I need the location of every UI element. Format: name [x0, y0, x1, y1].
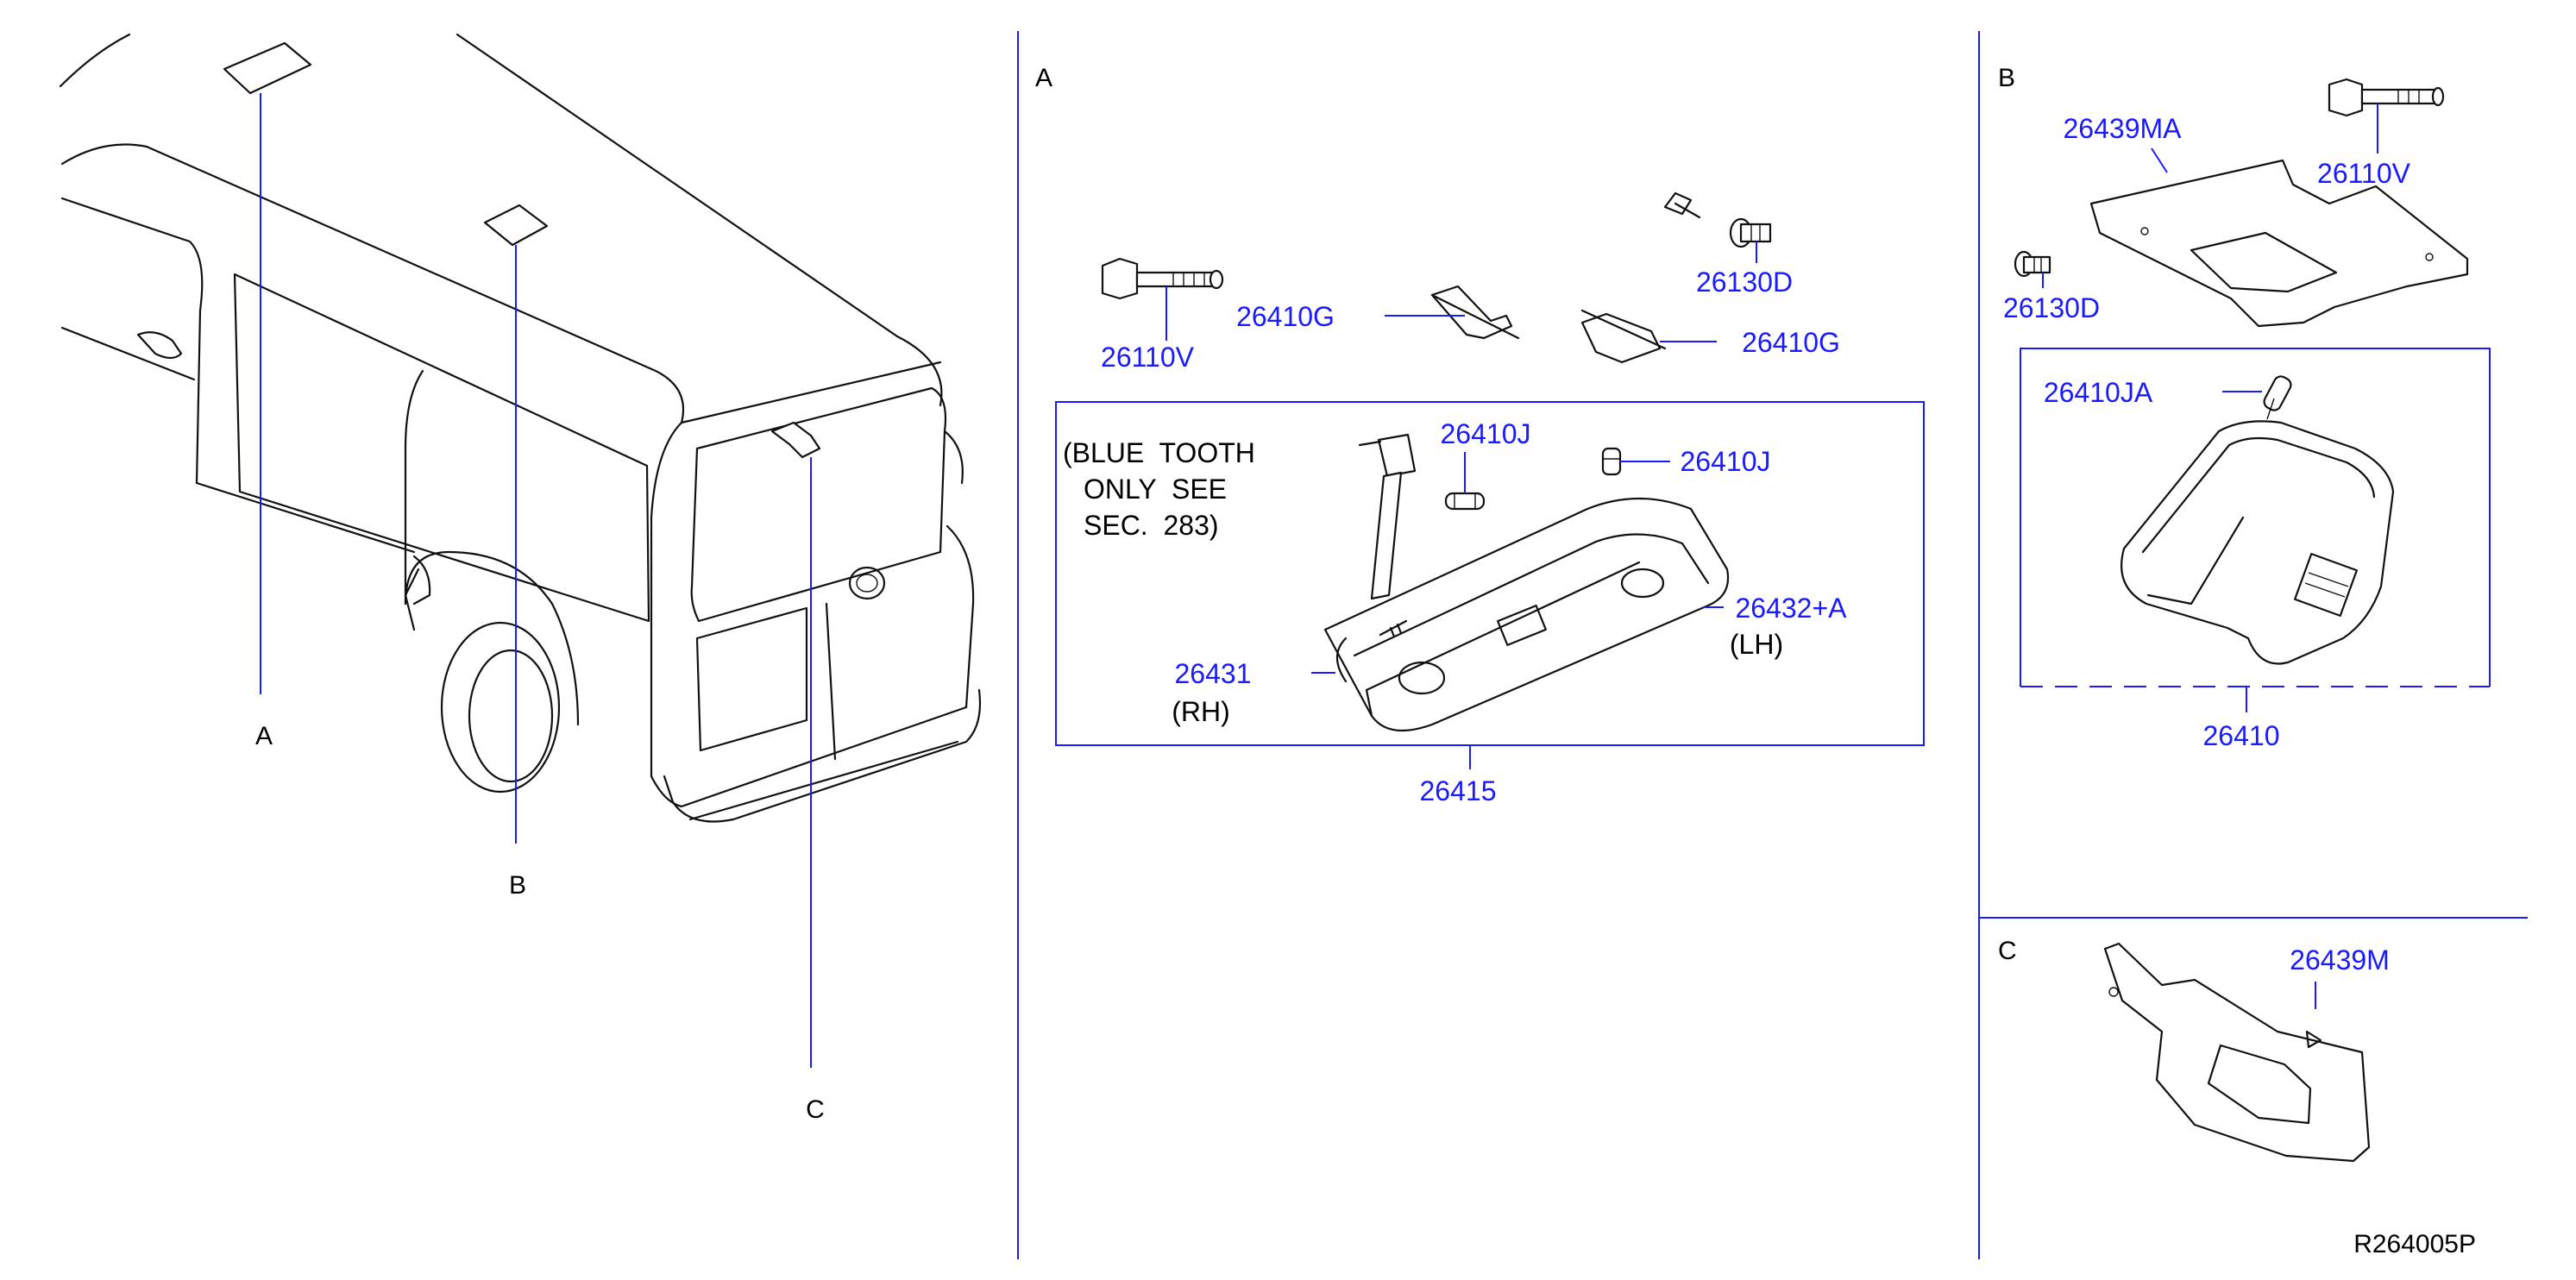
note-line-3: SEC. 283) [1084, 510, 1219, 541]
side-rh: (RH) [1172, 696, 1230, 727]
bulb-icon [1601, 447, 1622, 476]
lamp-frame-top [2020, 348, 2491, 687]
microphone-icon [1358, 433, 1417, 600]
part-number-26130d-b: 26130D [2003, 292, 2100, 323]
bulb-icon [1444, 492, 1486, 511]
section-c-heading: C [1998, 937, 2017, 965]
overview-leader-lines [260, 93, 812, 1068]
part-number-26410j-right: 26410J [1681, 446, 1771, 477]
overview-label-a: A [255, 722, 273, 750]
bracket-icon [2089, 159, 2469, 328]
section-b-heading: B [1998, 64, 2015, 92]
van-illustration [59, 33, 982, 823]
room-lamp-icon [2120, 420, 2395, 665]
part-number-26410g-right: 26410G [1742, 327, 1840, 358]
overview-label-c: C [806, 1095, 825, 1124]
note-line-2: ONLY SEE [1084, 474, 1227, 505]
clip-icon [1430, 285, 1520, 340]
figure-code: R264005P [2353, 1230, 2476, 1258]
overview-label-b: B [509, 871, 526, 900]
screw-icon [2014, 250, 2051, 278]
part-number-26410: 26410 [2203, 720, 2280, 751]
part-number-26410j-left: 26410J [1441, 418, 1531, 449]
part-number-26431: 26431 [1175, 658, 1252, 689]
map-lamp-icon [1323, 497, 1730, 732]
bolt-icon [2328, 78, 2445, 117]
part-number-26439ma: 26439MA [2064, 113, 2183, 144]
screw-icon [1729, 217, 1772, 248]
part-number-26439m: 26439M [2290, 944, 2390, 976]
bolt-icon [1101, 257, 1224, 300]
part-number-26410g-left: 26410G [1236, 301, 1335, 332]
note-line-1: (BLUE TOOTH [1063, 437, 1255, 468]
section-dividers [1017, 31, 2528, 1259]
lamp-assembly-frame [1055, 401, 1925, 746]
clip-icon [1580, 309, 1667, 364]
part-number-26110v-a: 26110V [1101, 342, 1195, 373]
part-number-26432a: 26432+A [1735, 593, 1847, 624]
part-number-26110v-b: 26110V [2317, 158, 2411, 189]
bulb-icon [2263, 375, 2292, 420]
part-number-26130d-a: 26130D [1696, 267, 1793, 298]
retainer-clip-icon [1663, 191, 1701, 219]
part-number-26415: 26415 [1420, 775, 1497, 806]
bracket-icon [2103, 942, 2371, 1163]
side-lh: (LH) [1730, 629, 1783, 660]
section-a-heading: A [1035, 64, 1052, 92]
part-number-26410ja: 26410JA [2044, 377, 2153, 408]
